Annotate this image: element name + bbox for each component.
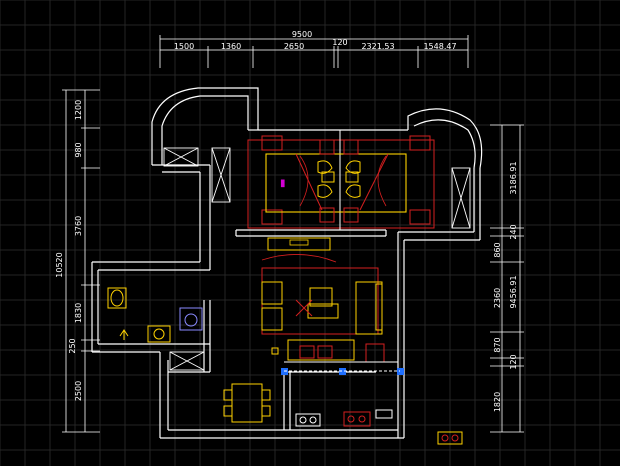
kitchen-counter (295, 409, 393, 427)
dim-right-seg-2: 240 (509, 224, 518, 239)
dim-left-seg-4: 1830 (74, 303, 83, 323)
dim-right-seg-1: 3186.91 (509, 161, 518, 194)
dim-right-seg-7: 120 (509, 354, 518, 369)
dim-top-seg-4: 120 (332, 38, 347, 47)
exterior-walls (91, 87, 483, 439)
dim-left-seg-6: 2500 (74, 381, 83, 401)
dim-top-seg-6: 1548.47 (423, 42, 456, 51)
dim-top-seg-2: 1360 (221, 42, 241, 51)
dim-left-seg-3: 3760 (74, 216, 83, 236)
dim-right-seg-5: 2360 (493, 288, 502, 308)
dim-right-seg-3: 860 (493, 242, 502, 257)
dim-top-seg-1: 1500 (174, 42, 194, 51)
bedroom-area (247, 130, 435, 230)
top-dimension-chain (159, 35, 469, 68)
magenta-marker-icon: ▮ (280, 178, 286, 189)
dim-right-seg-8: 1820 (493, 392, 502, 412)
dim-top-seg-3: 2650 (284, 42, 304, 51)
dim-left-total: 10520 (55, 252, 64, 277)
dim-left-seg-5: 250 (68, 338, 77, 353)
living-room-furniture (261, 267, 398, 363)
loose-stove-block (437, 431, 463, 445)
dining-set (223, 383, 271, 423)
window-crosses (163, 147, 471, 371)
dim-top-total: 9500 (292, 30, 312, 39)
left-dimension-chain (62, 89, 100, 433)
dining-chairs-top (317, 139, 361, 223)
right-dimension-chain (490, 124, 524, 433)
dim-right-seg-4: 9456.91 (509, 275, 518, 308)
dim-left-seg-2: 980 (74, 142, 83, 157)
bathroom-fixtures (107, 287, 203, 343)
dim-left-seg-1: 1200 (74, 100, 83, 120)
dim-top-seg-5: 2321.53 (361, 42, 394, 51)
tv-console (261, 237, 337, 263)
dim-right-seg-6: 870 (493, 337, 502, 352)
